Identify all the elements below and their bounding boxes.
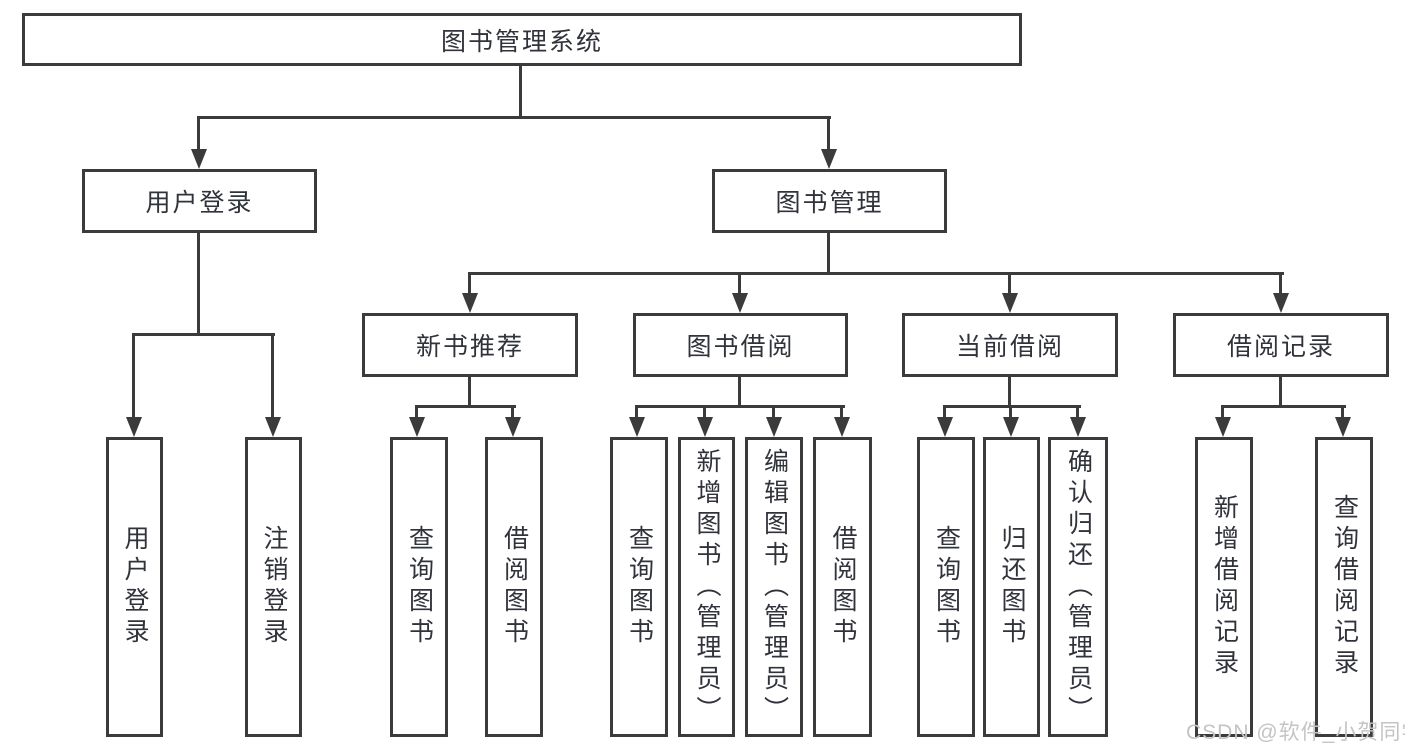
connector-vline xyxy=(738,375,741,408)
leaf-add-borrow-record: 新增借阅记录 xyxy=(1195,437,1253,737)
arrowhead-down-icon xyxy=(462,293,478,313)
connector-vline xyxy=(468,375,471,408)
leaf-borrow-books-1: 借阅图书 xyxy=(485,437,543,737)
leaf-label: 注销登录 xyxy=(260,525,288,649)
leaf-query-borrow-record: 查询借阅记录 xyxy=(1315,437,1373,737)
leaf-label: 归还图书 xyxy=(998,525,1026,649)
leaf-edit-book-admin: 编辑图书（管理员） xyxy=(745,437,803,737)
leaf-query-books-3: 查询图书 xyxy=(917,437,975,737)
connector-vline xyxy=(772,405,775,421)
connector-vline xyxy=(703,405,706,421)
connector-vline xyxy=(1008,272,1011,296)
connector-hline xyxy=(1221,405,1346,408)
arrowhead-down-icon xyxy=(505,417,521,437)
arrowhead-down-icon xyxy=(1003,417,1019,437)
connector-vline xyxy=(1279,375,1282,408)
connector-hline xyxy=(468,272,1284,275)
node-label: 图书管理系统 xyxy=(440,27,603,56)
leaf-logout: 注销登录 xyxy=(245,437,302,737)
node-book-borrowing: 图书借阅 xyxy=(633,313,848,377)
leaf-label: 新增图书（管理员） xyxy=(693,447,721,727)
arrowhead-down-icon xyxy=(265,417,281,437)
arrowhead-down-icon xyxy=(409,417,425,437)
node-system-title: 图书管理系统 xyxy=(22,13,1022,66)
leaf-label: 查询图书 xyxy=(405,525,434,649)
leaf-label: 编辑图书（管理员） xyxy=(760,447,789,727)
watermark: CSDN @软件_小贺同学 xyxy=(1186,721,1405,744)
node-label: 新书推荐 xyxy=(415,333,524,361)
connector-vline xyxy=(1009,405,1012,421)
arrowhead-down-icon xyxy=(1273,293,1289,313)
connector-vline xyxy=(197,231,200,336)
connector-vline xyxy=(1279,272,1282,296)
arrowhead-down-icon xyxy=(1335,417,1351,437)
connector-vline xyxy=(827,116,830,152)
node-borrowing-records: 借阅记录 xyxy=(1173,313,1389,377)
connector-vline xyxy=(827,231,830,275)
arrowhead-down-icon xyxy=(126,417,142,437)
node-label: 借阅记录 xyxy=(1226,333,1335,361)
leaf-label: 查询借阅记录 xyxy=(1330,494,1359,680)
node-book-management: 图书管理 xyxy=(712,169,947,233)
leaf-label: 借阅图书 xyxy=(500,525,529,649)
connector-vline xyxy=(519,64,522,118)
connector-vline xyxy=(271,333,274,419)
connector-vline xyxy=(840,405,843,421)
node-label: 图书借阅 xyxy=(686,333,795,361)
arrowhead-down-icon xyxy=(1070,417,1086,437)
arrowhead-down-icon xyxy=(766,417,782,437)
connector-hline xyxy=(132,333,275,336)
connector-hline xyxy=(197,116,831,119)
connector-vline xyxy=(1076,405,1079,421)
arrowhead-down-icon xyxy=(697,417,713,437)
leaf-return-book: 归还图书 xyxy=(983,437,1040,737)
connector-vline xyxy=(197,116,200,152)
node-label: 图书管理 xyxy=(775,189,884,217)
leaf-label: 确认归还（管理员） xyxy=(1064,447,1093,727)
connector-hline xyxy=(415,405,516,408)
arrowhead-down-icon xyxy=(191,149,207,169)
connector-vline xyxy=(738,272,741,296)
node-current-borrowing: 当前借阅 xyxy=(902,313,1118,377)
arrowhead-down-icon xyxy=(937,417,953,437)
leaf-label: 用户登录 xyxy=(121,525,149,649)
connector-vline xyxy=(943,405,946,421)
leaf-label: 查询图书 xyxy=(625,525,654,649)
leaf-borrow-books-2: 借阅图书 xyxy=(813,437,872,737)
connector-vline xyxy=(1008,375,1011,408)
node-label: 用户登录 xyxy=(145,189,254,217)
connector-hline xyxy=(635,405,845,408)
connector-vline xyxy=(132,333,135,419)
leaf-query-books-1: 查询图书 xyxy=(390,437,448,737)
node-user-login: 用户登录 xyxy=(82,169,317,233)
connector-vline xyxy=(1221,405,1224,421)
arrowhead-down-icon xyxy=(629,417,645,437)
leaf-user-login: 用户登录 xyxy=(106,437,163,737)
connector-hline xyxy=(943,405,1081,408)
leaf-label: 新增借阅记录 xyxy=(1210,494,1239,680)
leaf-confirm-return-admin: 确认归还（管理员） xyxy=(1048,437,1108,737)
leaf-label: 查询图书 xyxy=(932,525,961,649)
node-label: 当前借阅 xyxy=(955,333,1064,361)
leaf-add-book-admin: 新增图书（管理员） xyxy=(678,437,735,737)
connector-vline xyxy=(1341,405,1344,421)
arrowhead-down-icon xyxy=(821,149,837,169)
connector-vline xyxy=(511,405,514,421)
arrowhead-down-icon xyxy=(1002,293,1018,313)
node-new-book-recommend: 新书推荐 xyxy=(362,313,578,377)
connector-vline xyxy=(415,405,418,421)
arrowhead-down-icon xyxy=(1215,417,1231,437)
leaf-label: 借阅图书 xyxy=(829,525,857,649)
connector-vline xyxy=(635,405,638,421)
arrowhead-down-icon xyxy=(834,417,850,437)
leaf-query-books-2: 查询图书 xyxy=(610,437,668,737)
arrowhead-down-icon xyxy=(732,293,748,313)
connector-vline xyxy=(468,272,471,296)
